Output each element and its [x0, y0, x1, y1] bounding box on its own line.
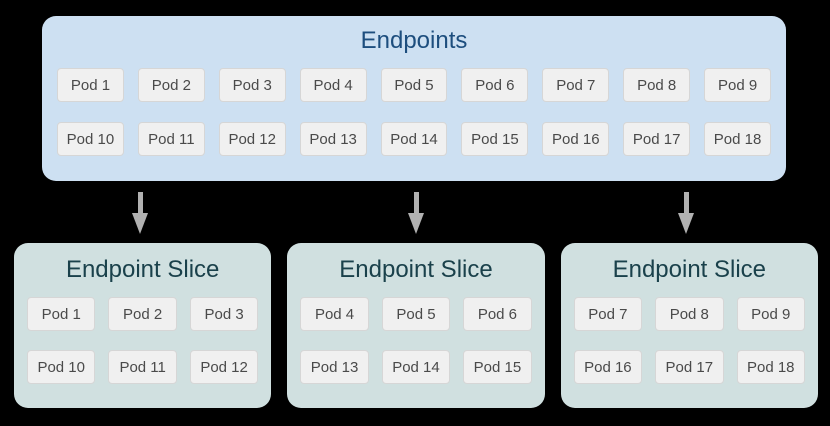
pod: Pod 13 — [299, 122, 367, 156]
down-arrow-icon — [408, 192, 425, 234]
pod: Pod 1 — [27, 297, 96, 331]
pod: Pod 12 — [189, 350, 259, 384]
pod: Pod 11 — [137, 122, 205, 156]
pod-row: Pod 10 Pod 11 Pod 12 — [27, 350, 259, 384]
pod-row: Pod 10 Pod 11 Pod 12 Pod 13 Pod 14 Pod 15 Pod … — [57, 122, 772, 156]
pod: Pod 14 — [381, 350, 451, 384]
pod: Pod 7 — [542, 68, 610, 102]
pod-row: Pod 16 Pod 17 Pod 18 — [573, 350, 805, 384]
pod: Pod 15 — [461, 122, 529, 156]
pod: Pod 4 — [299, 68, 367, 102]
pod-row: Pod 4 Pod 5 Pod 6 — [300, 297, 532, 331]
pod: Pod 3 — [189, 297, 259, 331]
endpoint-slice-title: Endpoint Slice — [65, 256, 220, 283]
pod-row: Pod 13 Pod 14 Pod 15 — [300, 350, 532, 384]
pod: Pod 10 — [57, 122, 124, 156]
pod: Pod 12 — [218, 122, 286, 156]
down-arrow-icon — [132, 192, 149, 234]
pod: Pod 7 — [573, 297, 643, 331]
arrow-shaft — [684, 192, 689, 213]
down-arrow-icon — [678, 192, 695, 234]
pod: Pod 17 — [623, 122, 691, 156]
arrow-shaft — [414, 192, 419, 213]
pod: Pod 8 — [655, 297, 724, 331]
pod-row: Pod 7 Pod 8 Pod 9 — [573, 297, 805, 331]
pod: Pod 9 — [704, 68, 772, 102]
pod: Pod 2 — [108, 297, 177, 331]
pod: Pod 10 — [27, 350, 96, 384]
pod: Pod 14 — [380, 122, 448, 156]
pod-row: Pod 1 Pod 2 Pod 3 Pod 4 Pod 5 Pod 6 Pod 7 Pod 8… — [57, 68, 772, 102]
pod: Pod 17 — [655, 350, 724, 384]
pod: Pod 8 — [623, 68, 691, 102]
pod: Pod 2 — [137, 68, 205, 102]
pod: Pod 16 — [542, 122, 610, 156]
pod: Pod 3 — [218, 68, 286, 102]
arrow-shaft — [138, 192, 143, 213]
endpoint-slice-title: Endpoint Slice — [339, 256, 493, 283]
pod: Pod 16 — [573, 350, 643, 384]
endpoints-title: Endpoints — [360, 27, 468, 54]
endpoints-box: Endpoints Pod 1 Pod 2 Pod 3 Pod 4 Pod 5 Pod 6… — [42, 16, 786, 181]
pod: Pod 15 — [463, 350, 532, 384]
pod: Pod 18 — [704, 122, 772, 156]
pod: Pod 5 — [381, 297, 451, 331]
arrow-head — [678, 213, 694, 234]
pod: Pod 13 — [300, 350, 369, 384]
pod-row: Pod 1 Pod 2 Pod 3 — [27, 297, 259, 331]
arrow-head — [408, 213, 424, 234]
pod: Pod 6 — [463, 297, 532, 331]
pod: Pod 1 — [57, 68, 124, 102]
pod: Pod 9 — [736, 297, 805, 331]
pod: Pod 11 — [108, 350, 177, 384]
endpoint-slice-title: Endpoint Slice — [612, 256, 767, 283]
pod: Pod 4 — [300, 297, 369, 331]
endpoints-pod-grid: Pod 1 Pod 2 Pod 3 Pod 4 Pod 5 Pod 6 Pod 7 Pod 8… — [57, 68, 772, 156]
pod: Pod 6 — [461, 68, 529, 102]
arrow-head — [132, 213, 148, 234]
pod: Pod 18 — [736, 350, 805, 384]
pod: Pod 5 — [380, 68, 448, 102]
